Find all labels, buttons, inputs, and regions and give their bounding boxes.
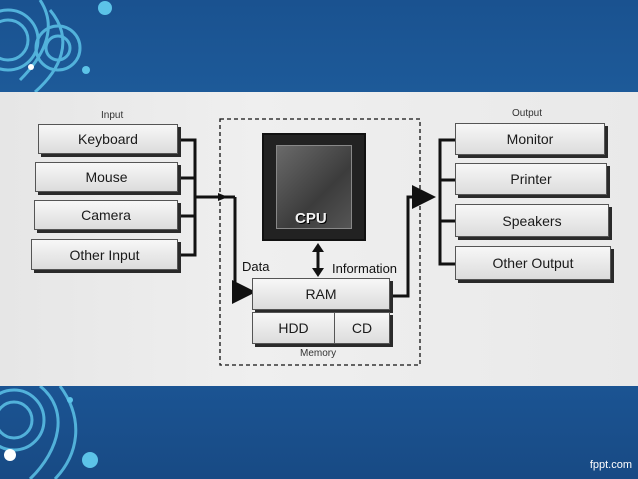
output-box-printer: Printer — [455, 163, 607, 195]
output-box-monitor: Monitor — [455, 123, 605, 155]
output-box-speakers: Speakers — [455, 204, 609, 237]
slide-footer-band — [0, 386, 638, 479]
watermark: fppt.com — [589, 459, 632, 471]
cpu-label: CPU — [295, 210, 327, 227]
information-flow-label: Information — [332, 261, 398, 276]
input-box-keyboard: Keyboard — [38, 124, 178, 154]
data-flow-label: Data — [242, 259, 270, 274]
memory-title: Memory — [300, 348, 337, 359]
slide-header-band — [0, 0, 638, 92]
input-box-mouse: Mouse — [35, 162, 178, 192]
input-box-camera: Camera — [34, 200, 178, 230]
output-title: Output — [512, 108, 543, 119]
memory-hdd-cell: HDD — [253, 313, 335, 343]
chip-die — [276, 145, 352, 229]
input-box-other-input: Other Input — [31, 239, 178, 270]
output-box-other-output: Other Output — [455, 246, 611, 280]
memory-cd-cell: CD — [351, 320, 373, 336]
memory-storage-box: HDD CD — [252, 312, 390, 344]
memory-ram-box: RAM — [252, 278, 390, 310]
input-title: Input — [101, 110, 124, 121]
chip-icon — [262, 133, 366, 241]
